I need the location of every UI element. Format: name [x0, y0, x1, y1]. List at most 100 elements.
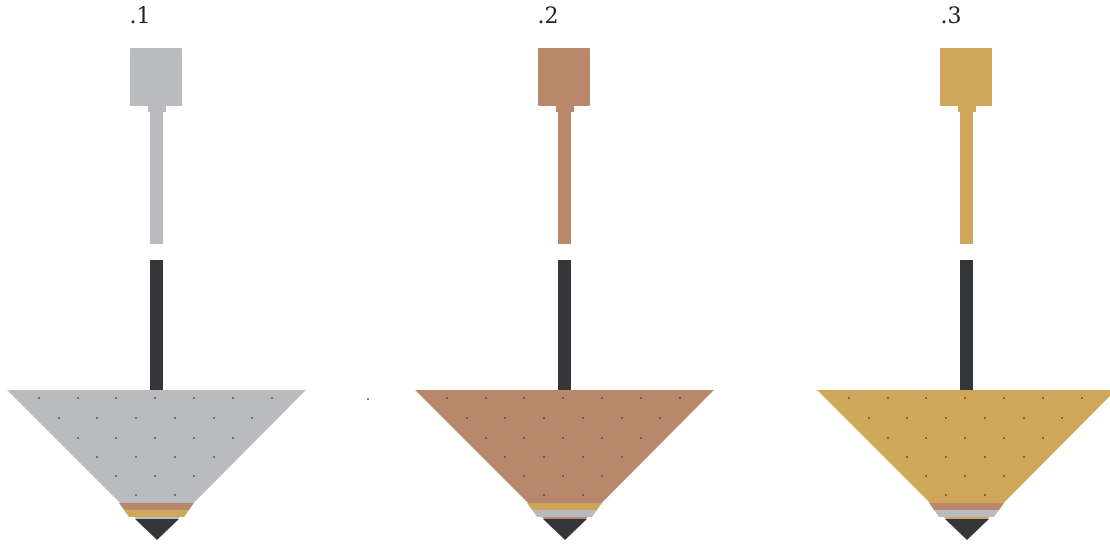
texture-dot — [562, 397, 564, 399]
texture-dot — [679, 397, 681, 399]
texture-dot — [504, 456, 506, 458]
texture-dot — [38, 397, 40, 399]
texture-dot — [543, 417, 545, 419]
texture-dot — [543, 494, 545, 496]
lower-rod — [150, 260, 163, 392]
texture-dot — [193, 437, 195, 439]
top-square — [940, 48, 992, 106]
texture-dot — [1003, 397, 1005, 399]
cone-band-1 — [527, 503, 602, 510]
texture-dot — [1061, 417, 1063, 419]
cone-band-1 — [929, 503, 1004, 510]
texture-dot — [1003, 475, 1005, 477]
texture-dot — [640, 437, 642, 439]
cone-tip — [945, 519, 989, 540]
texture-dot — [582, 417, 584, 419]
texture-dot — [154, 397, 156, 399]
upper-rod — [558, 108, 571, 244]
texture-dot — [485, 437, 487, 439]
texture-dot — [964, 437, 966, 439]
texture-dot — [945, 456, 947, 458]
variant-figure-2 — [415, 48, 714, 540]
texture-dot — [601, 475, 603, 477]
texture-dot — [213, 456, 215, 458]
texture-dot — [77, 437, 79, 439]
texture-dot — [621, 417, 623, 419]
texture-dot — [1023, 417, 1025, 419]
lower-rod — [960, 260, 973, 392]
cone-tip — [543, 519, 587, 540]
texture-dot — [174, 417, 176, 419]
cone-band-1 — [119, 503, 194, 510]
texture-dot — [543, 456, 545, 458]
texture-dot — [174, 494, 176, 496]
texture-dot — [1003, 437, 1005, 439]
texture-dot — [964, 397, 966, 399]
texture-dot — [945, 494, 947, 496]
texture-dot — [193, 475, 195, 477]
texture-dot — [232, 437, 234, 439]
texture-dot — [446, 397, 448, 399]
texture-dot — [848, 397, 850, 399]
texture-dot — [601, 437, 603, 439]
texture-dot — [232, 397, 234, 399]
cone-dots — [848, 397, 1083, 496]
texture-dot — [115, 475, 117, 477]
texture-dot — [562, 475, 564, 477]
texture-dot — [135, 456, 137, 458]
cone-tip — [135, 519, 179, 540]
texture-dot — [115, 397, 117, 399]
texture-dot — [213, 417, 215, 419]
texture-dot — [640, 397, 642, 399]
cone-band-2 — [532, 510, 597, 517]
texture-dot — [58, 417, 60, 419]
variant-label-2: .2 — [537, 4, 559, 29]
texture-dot — [466, 417, 468, 419]
texture-dot — [193, 397, 195, 399]
texture-dot — [984, 417, 986, 419]
texture-dot — [504, 417, 506, 419]
cone-band-2 — [934, 510, 999, 517]
texture-dot — [1081, 397, 1083, 399]
texture-dot — [925, 437, 927, 439]
texture-dot — [925, 475, 927, 477]
cone-body — [817, 390, 1110, 540]
upper-rod — [960, 108, 973, 244]
texture-dot — [621, 456, 623, 458]
texture-dot — [964, 475, 966, 477]
texture-dot — [523, 475, 525, 477]
variant-label-3: .3 — [940, 4, 962, 29]
cone-body — [7, 390, 306, 540]
upper-rod — [150, 108, 163, 244]
texture-dot — [582, 456, 584, 458]
cone-dots — [446, 397, 681, 496]
texture-dot — [96, 456, 98, 458]
texture-dot — [96, 417, 98, 419]
texture-dot — [271, 397, 273, 399]
texture-dot — [659, 417, 661, 419]
lower-rod — [558, 260, 571, 392]
texture-dot — [154, 437, 156, 439]
variant-label-1: .1 — [129, 4, 151, 29]
texture-dot — [1042, 397, 1044, 399]
texture-dot — [868, 417, 870, 419]
cone-dots — [38, 397, 273, 496]
texture-dot — [154, 475, 156, 477]
texture-dot — [945, 417, 947, 419]
cone-band-2 — [124, 510, 189, 517]
texture-dot — [906, 417, 908, 419]
texture-dot — [485, 397, 487, 399]
cone-body — [415, 390, 714, 540]
texture-dot — [984, 456, 986, 458]
texture-dot — [984, 494, 986, 496]
texture-dot — [251, 417, 253, 419]
variant-figure-1 — [7, 48, 306, 540]
texture-dot — [1042, 437, 1044, 439]
stray-dot — [367, 398, 369, 400]
texture-dot — [906, 456, 908, 458]
top-square — [130, 48, 182, 106]
texture-dot — [135, 494, 137, 496]
texture-dot — [887, 437, 889, 439]
variant-figure-3 — [817, 48, 1110, 540]
